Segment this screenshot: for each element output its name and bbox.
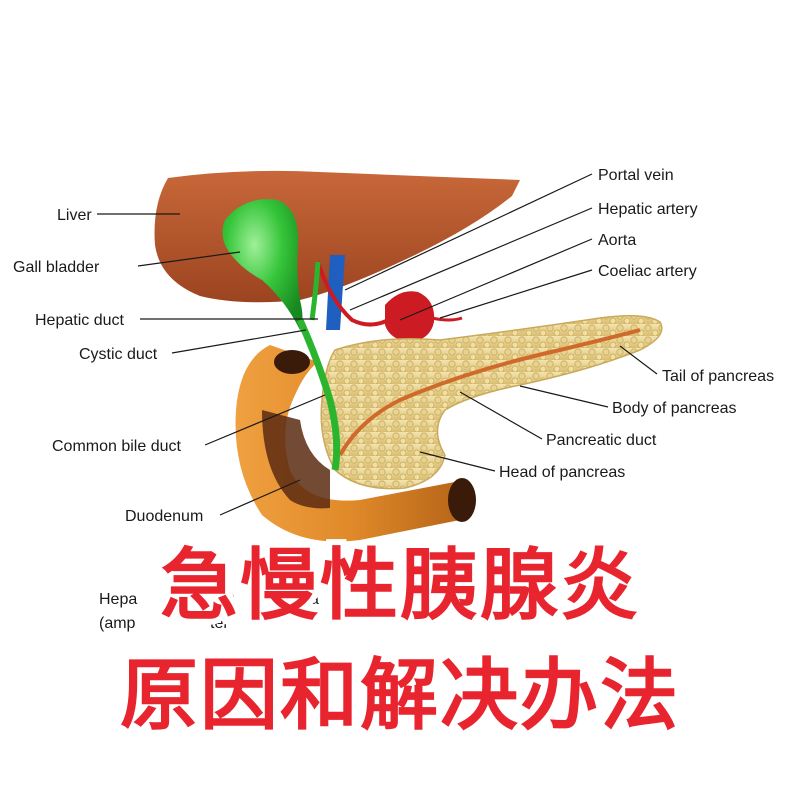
label-tail-of-pancreas: Tail of pancreas: [662, 368, 774, 385]
title-line-2: 原因和解决办法: [120, 651, 680, 741]
aorta-shape: [385, 291, 435, 342]
label-gall-bladder: Gall bladder: [13, 259, 100, 276]
pancreas-shape: [320, 315, 663, 490]
label-pancreatic-duct: Pancreatic duct: [546, 432, 657, 449]
duodenum-lumen: [262, 410, 330, 509]
common-bile-duct: [296, 318, 341, 471]
gall-bladder-shape: [222, 199, 303, 330]
label-coeliac-artery: Coeliac artery: [598, 263, 697, 280]
label-hepatic-duct: Hepatic duct: [35, 312, 124, 329]
label-cystic-duct: Cystic duct: [79, 346, 158, 363]
label-ampulla-fragment-1: Hepa: [99, 591, 137, 608]
label-liver: Liver: [57, 207, 92, 224]
label-ampulla-fragment-3: a: [310, 591, 319, 608]
title-line-1: 急慢性胰腺炎: [160, 541, 640, 631]
label-head-of-pancreas: Head of pancreas: [499, 464, 625, 481]
coeliac-branch: [431, 316, 463, 322]
hepatic-artery-shape: [316, 261, 394, 327]
duodenum-end-opening: [448, 478, 476, 522]
label-body-of-pancreas: Body of pancreas: [612, 400, 737, 417]
label-ampulla-fragment-4: (amp: [99, 615, 136, 632]
hepatic-duct-tube: [309, 261, 321, 321]
label-portal-vein: Portal vein: [598, 167, 674, 184]
pancreatic-duct: [338, 328, 641, 456]
label-common-bile-duct: Common bile duct: [52, 438, 182, 455]
label-hepatic-artery: Hepatic artery: [598, 201, 698, 218]
label-duodenum: Duodenum: [125, 508, 203, 525]
label-aorta: Aorta: [598, 232, 636, 249]
label-ampulla-fragment-5: ter: [210, 615, 229, 632]
duodenum-top-opening: [274, 350, 310, 374]
label-ampulla-fragment-2: eat: [212, 591, 235, 608]
portal-vein-shape: [326, 255, 345, 330]
